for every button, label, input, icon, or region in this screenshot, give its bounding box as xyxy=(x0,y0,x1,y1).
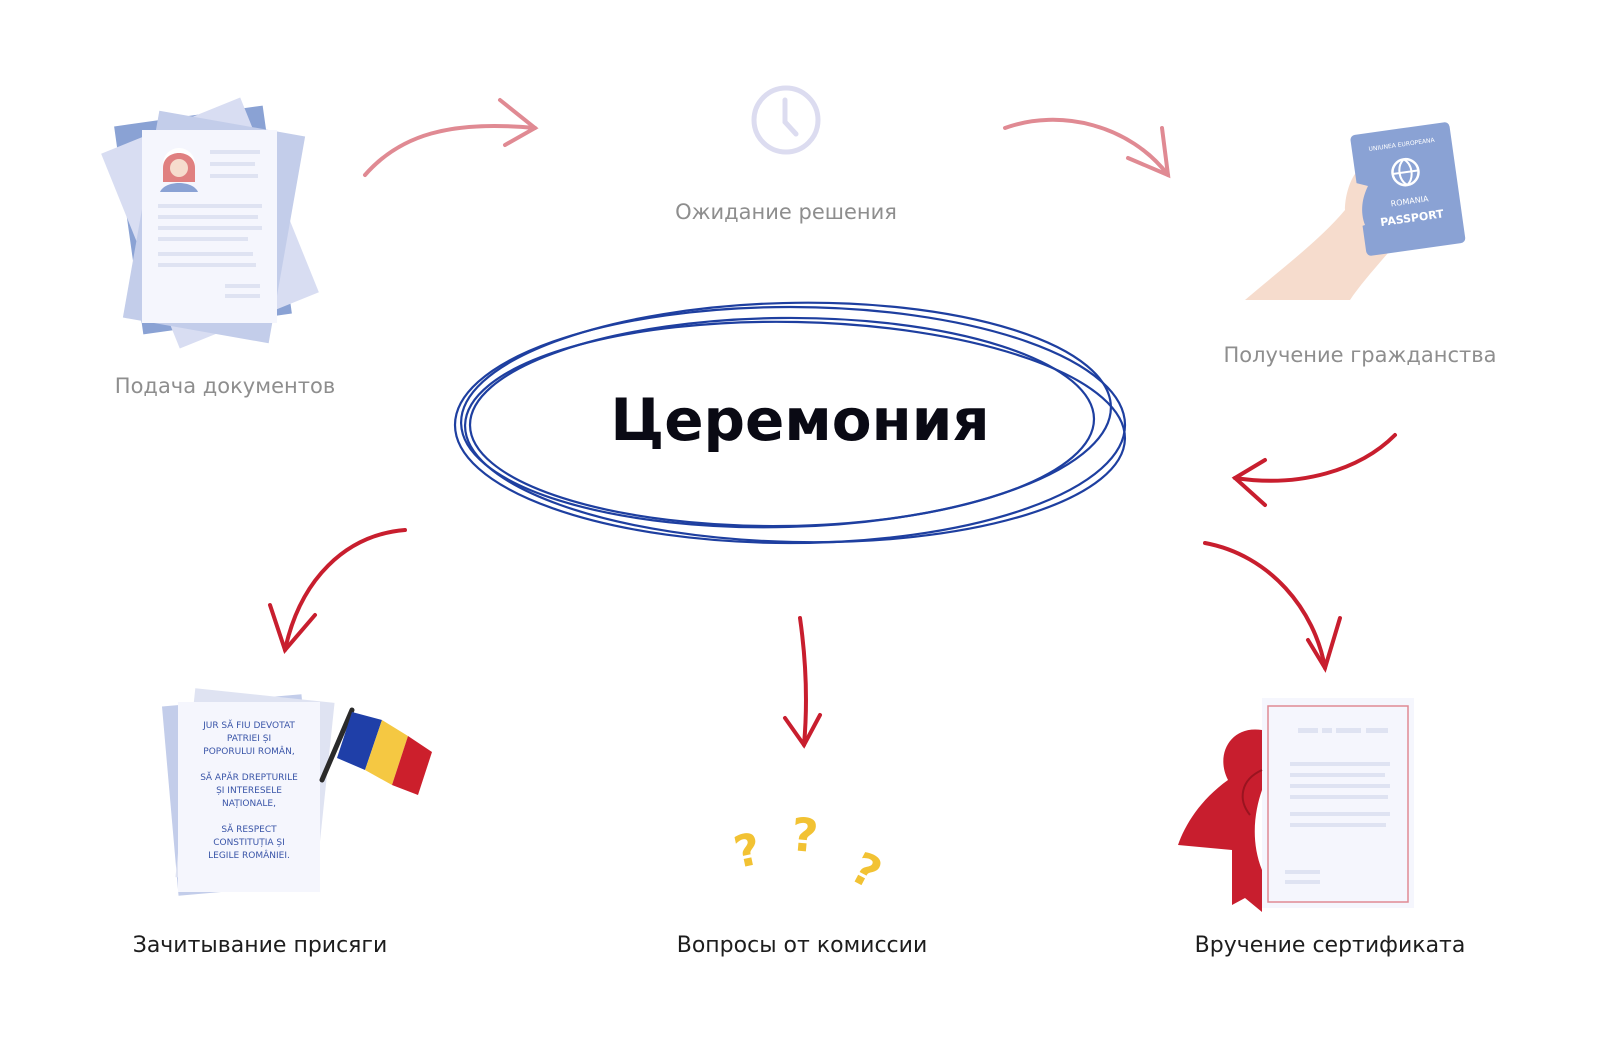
oath-line: CONSTITUȚIA ȘI xyxy=(213,838,285,848)
arrow-waiting-to-citizenship xyxy=(1003,117,1171,179)
center-title: Церемония xyxy=(610,386,989,454)
oath-line: ȘI INTERESELE xyxy=(216,786,282,796)
stage-label-certificate-handover: Вручение сертификата xyxy=(1195,933,1466,958)
documents-icon xyxy=(101,97,319,349)
oath-line: SĂ RESPECT xyxy=(221,823,277,835)
oath-line: SĂ APĂR DREPTURILE xyxy=(200,771,298,783)
arrow-citizenship-to-ceremony xyxy=(1231,433,1397,507)
stage-label-submit-documents: Подача документов xyxy=(115,374,335,398)
arrow-docs-to-waiting xyxy=(363,98,539,177)
romania-flag-icon xyxy=(319,707,432,795)
certificate-icon xyxy=(1178,698,1414,912)
clock-icon xyxy=(751,85,821,155)
question-mark-left: ? xyxy=(730,824,766,879)
question-mark-middle: ? xyxy=(789,807,820,863)
passport-hand-icon: UNIUNEA EUROPEANA ROMANIA PASSPORT xyxy=(1245,122,1466,300)
arrow-ceremony-to-questions xyxy=(783,616,822,749)
arrow-ceremony-to-certificate xyxy=(1203,541,1342,673)
question-mark-right: ? xyxy=(843,843,889,900)
center-ellipse xyxy=(453,301,1127,545)
stage-label-get-citizenship: Получение гражданства xyxy=(1223,343,1496,367)
question-marks-icon: ? ? ? xyxy=(730,807,890,900)
oath-line: PATRIEI ȘI xyxy=(227,734,271,744)
arrow-ceremony-to-oath xyxy=(268,528,407,654)
oath-line: LEGILE ROMÂNIEI. xyxy=(208,849,290,861)
stage-label-read-oath: Зачитывание присяги xyxy=(133,933,388,958)
oath-line: NAȚIONALE, xyxy=(222,799,276,809)
stage-label-commission-questions: Вопросы от комиссии xyxy=(677,933,928,958)
oath-line: POPORULUI ROMÂN, xyxy=(203,745,294,757)
oath-line: JUR SĂ FIU DEVOTAT xyxy=(202,719,295,731)
stage-label-await-decision: Ожидание решения xyxy=(675,200,897,224)
